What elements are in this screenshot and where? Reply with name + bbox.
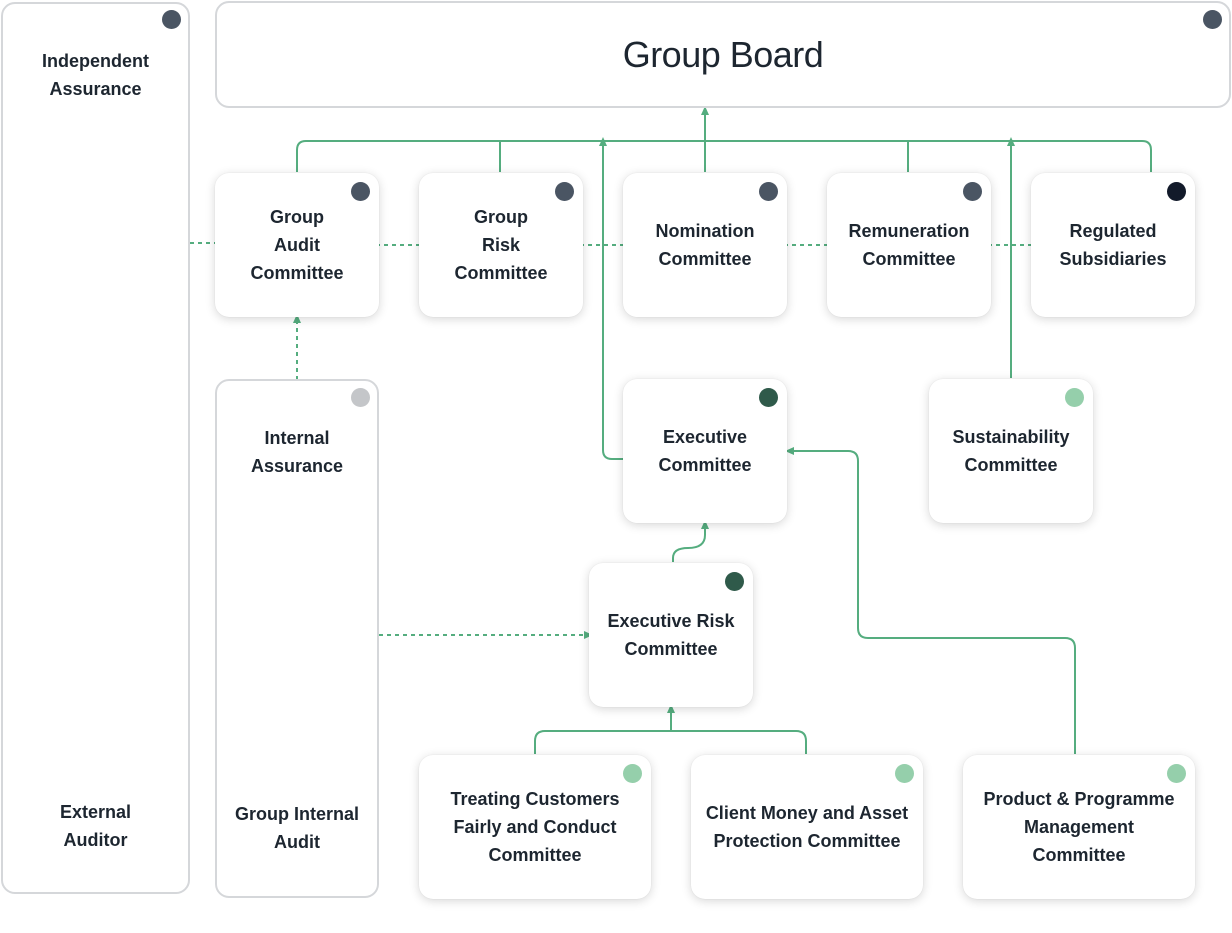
status-dot [1167, 764, 1186, 783]
status-dot [623, 764, 642, 783]
independent-assurance-title: Independent Assurance [42, 51, 149, 99]
treating-customers-committee-box: Treating Customers Fairly and Conduct Co… [419, 755, 651, 899]
bottom-bus-line [534, 730, 807, 754]
group-audit-committee-label: Group Audit Committee [250, 207, 344, 283]
status-dot [555, 182, 574, 201]
nomination-committee-box: Nomination Committee [623, 173, 787, 317]
group-internal-audit-label: Group Internal Audit [234, 804, 359, 852]
status-dot [351, 182, 370, 201]
sustainability-committee-label: Sustainability Committee [952, 427, 1070, 475]
status-dot [963, 182, 982, 201]
executive-risk-committee-label: Executive Risk Committee [607, 611, 735, 659]
group-audit-committee-box: Group Audit Committee [215, 173, 379, 317]
execrisk-to-exec-line [672, 520, 709, 562]
exec-to-board-line [599, 137, 628, 460]
internal-assurance-title: Internal Assurance [250, 428, 344, 476]
client-money-committee-label: Client Money and Asset Protection Commit… [705, 803, 909, 851]
product-to-exec-line [785, 447, 1076, 754]
executive-committee-label: Executive Committee [658, 427, 752, 475]
treating-customers-committee-label: Treating Customers Fairly and Conduct Co… [450, 789, 620, 865]
status-dot [162, 10, 181, 29]
external-auditor-label: External Auditor [59, 802, 132, 850]
product-programme-committee-label: Product & Programme Management Committee [983, 789, 1175, 865]
regulated-subsidiaries-box: Regulated Subsidiaries [1031, 173, 1195, 317]
remuneration-committee-label: Remuneration Committee [848, 221, 970, 269]
status-dot [1167, 182, 1186, 201]
status-dot [759, 182, 778, 201]
status-dot [351, 388, 370, 407]
internal-assurance-panel: Internal Assurance Group Internal Audit [215, 379, 379, 898]
regulated-subsidiaries-label: Regulated Subsidiaries [1059, 221, 1167, 269]
executive-committee-box: Executive Committee [623, 379, 787, 523]
product-programme-committee-box: Product & Programme Management Committee [963, 755, 1195, 899]
status-dot [895, 764, 914, 783]
status-dot [725, 572, 744, 591]
status-dot [1065, 388, 1084, 407]
status-dot [759, 388, 778, 407]
group-risk-committee-box: Group Risk Committee [419, 173, 583, 317]
group-board-box: Group Board [215, 1, 1231, 108]
executive-risk-committee-box: Executive Risk Committee [589, 563, 753, 707]
board-bus-line [296, 140, 1152, 172]
remuneration-committee-box: Remuneration Committee [827, 173, 991, 317]
sustainability-committee-box: Sustainability Committee [929, 379, 1093, 523]
group-risk-committee-label: Group Risk Committee [454, 207, 548, 283]
independent-assurance-panel: Independent Assurance External Auditor [1, 2, 190, 894]
group-board-title: Group Board [622, 33, 824, 75]
nomination-committee-label: Nomination Committee [655, 221, 755, 269]
client-money-committee-box: Client Money and Asset Protection Commit… [691, 755, 923, 899]
status-dot [1203, 10, 1222, 29]
